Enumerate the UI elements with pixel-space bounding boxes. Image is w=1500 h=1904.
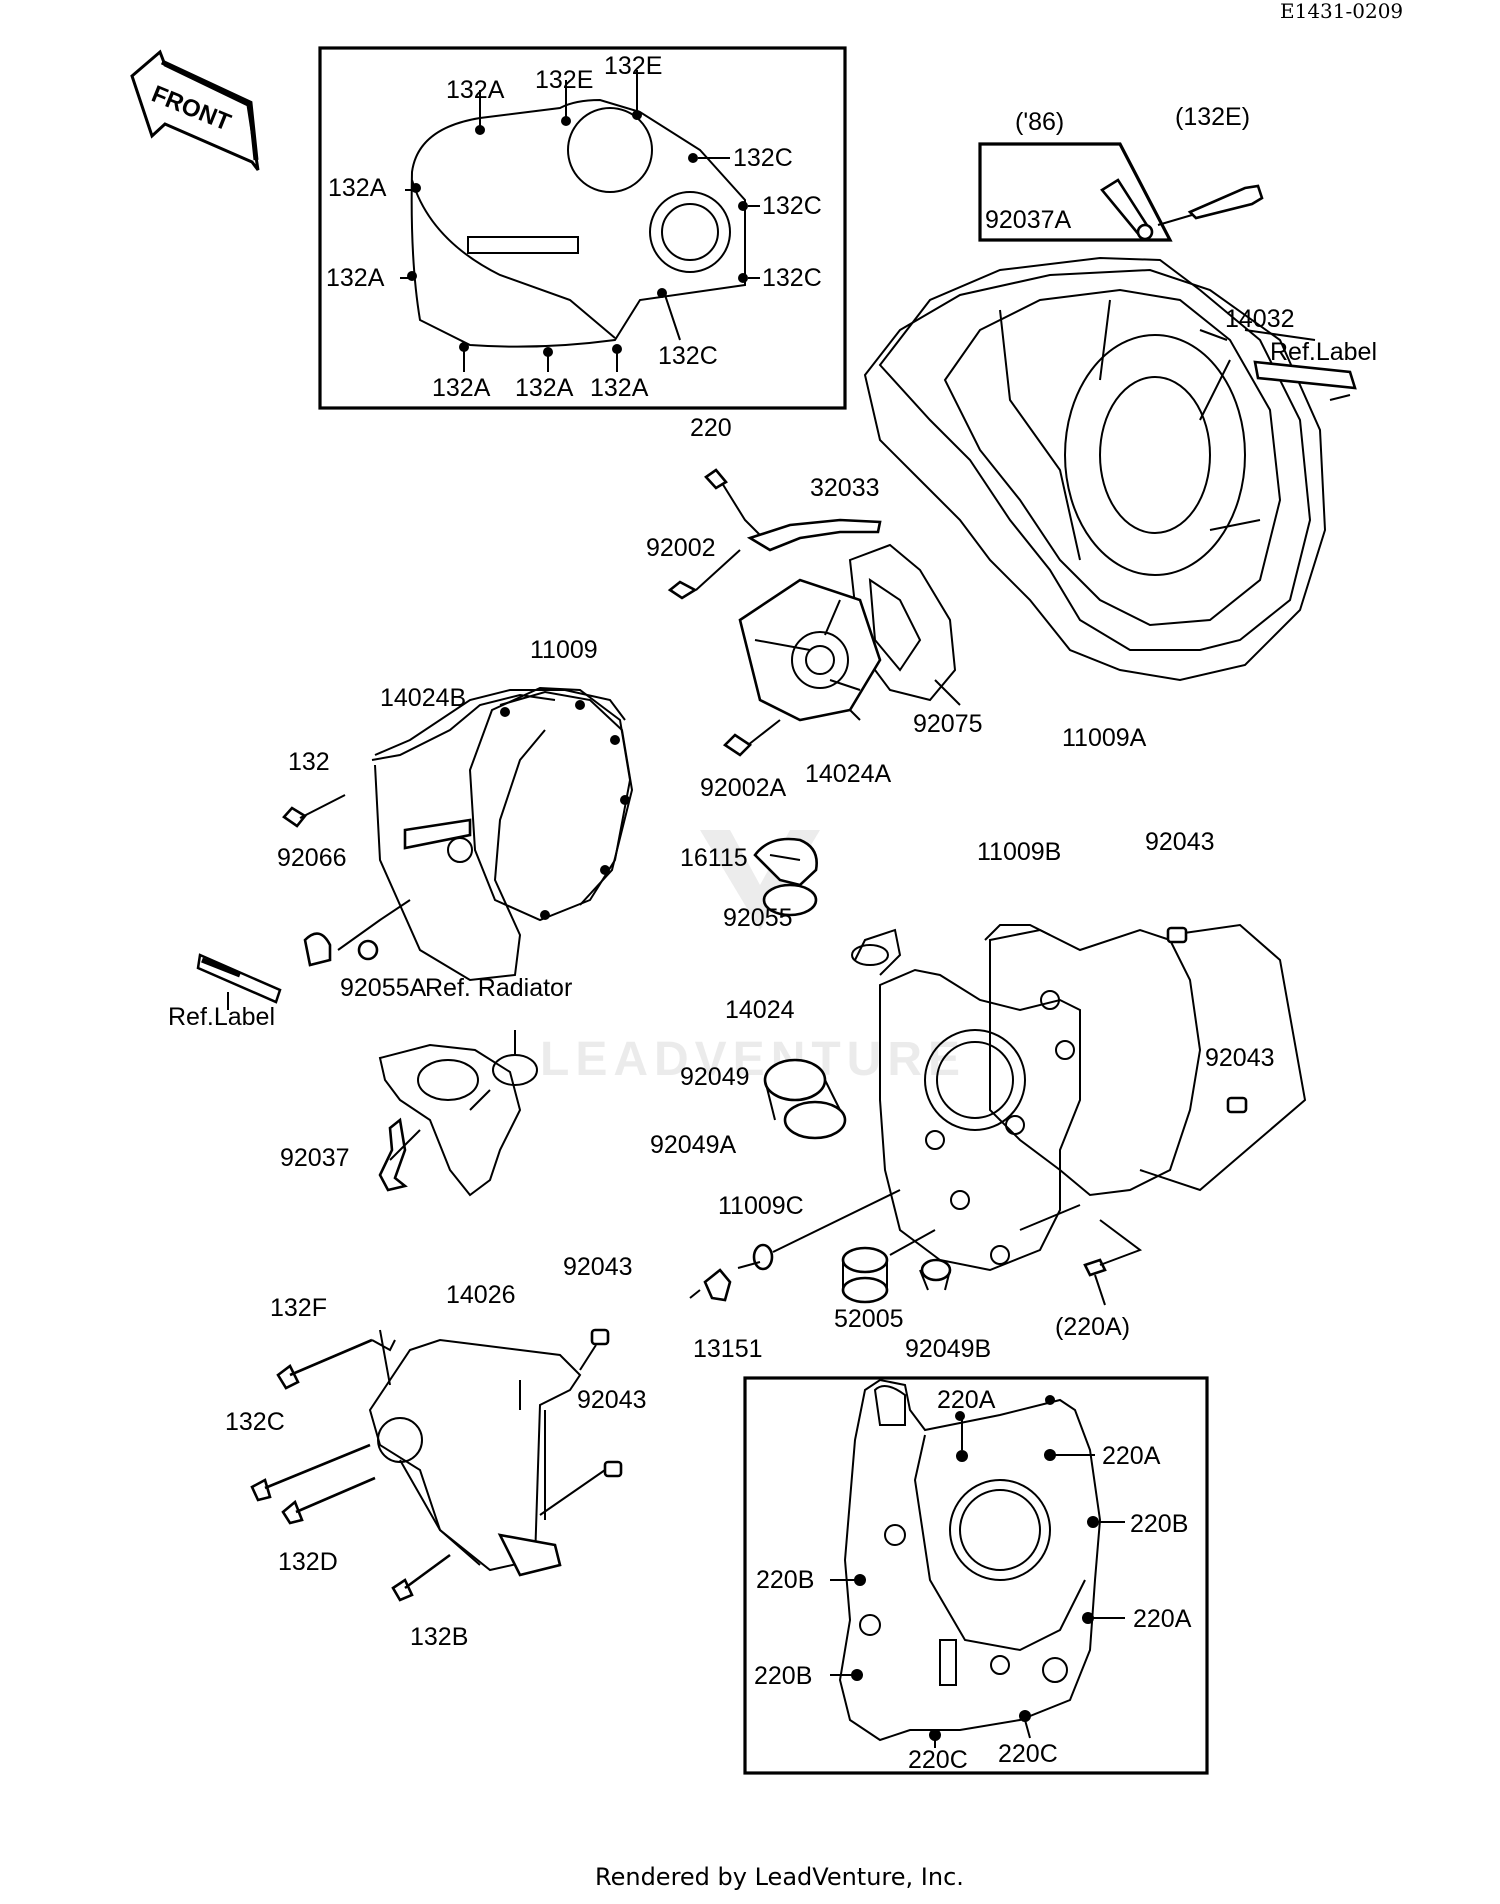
callout-14026: 14026 xyxy=(446,1281,516,1309)
callout-92043: 92043 xyxy=(1145,828,1215,856)
callout-132A: 132A xyxy=(515,374,574,402)
ref-label-left-icon xyxy=(196,953,282,1010)
callout-92055: 92055 xyxy=(723,904,793,932)
callout-92066: 92066 xyxy=(277,844,347,872)
callout-132C: 132C xyxy=(762,264,822,292)
callout-11009: 11009 xyxy=(530,636,598,664)
callout-132E: 132E xyxy=(535,66,593,94)
callout-220A: 220A xyxy=(937,1386,996,1414)
callout-132: 132 xyxy=(288,748,330,776)
callout-ref-label: Ref.Label xyxy=(168,1003,275,1031)
callout-132D: 132D xyxy=(278,1548,338,1576)
callout-220C: 220C xyxy=(998,1740,1058,1768)
callout-92002: 92002 xyxy=(646,534,716,562)
callout-92075: 92075 xyxy=(913,710,983,738)
callout-220A: 220A xyxy=(1133,1605,1192,1633)
callout-ref-label: Ref.Label xyxy=(1270,338,1377,366)
callout-132C: 132C xyxy=(225,1408,285,1436)
callout-92049B: 92049B xyxy=(905,1335,991,1363)
clutch-cover-bolt-inset xyxy=(318,46,847,410)
callout-13151: 13151 xyxy=(693,1335,763,1363)
cover-14024-group xyxy=(689,837,1307,1306)
clutch-cover-14032 xyxy=(863,142,1357,682)
callout-132C: 132C xyxy=(658,342,718,370)
callout-14024B: 14024B xyxy=(380,684,466,712)
watermark-text: LEADVENTURE xyxy=(540,1033,966,1086)
callout-92043: 92043 xyxy=(1205,1044,1275,1072)
callout-92049: 92049 xyxy=(680,1063,750,1091)
footer-credit: Rendered by LeadVenture, Inc. xyxy=(595,1863,964,1891)
callout-220B: 220B xyxy=(754,1662,812,1690)
callout-132E: 132E xyxy=(604,52,662,80)
callout-11009B: 11009B xyxy=(977,838,1061,866)
callout-32033: 32033 xyxy=(810,474,880,502)
callout-132A: 132A xyxy=(446,76,505,104)
pump-cover-group xyxy=(667,468,961,757)
callout-92043: 92043 xyxy=(577,1386,647,1414)
cover-14026-group xyxy=(250,1328,623,1602)
callout-220B: 220B xyxy=(1130,1510,1188,1538)
callout-11009C: 11009C xyxy=(718,1192,804,1220)
callout-16115: 16115 xyxy=(680,844,748,872)
callout-14024A: 14024A xyxy=(805,760,892,788)
callout-92037A: 92037A xyxy=(985,206,1072,234)
callout-14024: 14024 xyxy=(725,996,795,1024)
callout-132C: 132C xyxy=(733,144,793,172)
callout-11009A: 11009A xyxy=(1062,724,1147,752)
front-arrow-icon: FRONT xyxy=(130,49,260,171)
callout-220: 220 xyxy=(690,414,732,442)
cover-bolt-inset xyxy=(743,1376,1209,1775)
callout-132A: 132A xyxy=(432,374,491,402)
callout-132A: 132A xyxy=(328,174,387,202)
callout-52005: 52005 xyxy=(834,1305,904,1333)
callout-220A: 220A xyxy=(1102,1442,1161,1470)
callout-220C: 220C xyxy=(908,1746,968,1774)
callout-132B: 132B xyxy=(410,1623,468,1651)
callout-132F: 132F xyxy=(270,1294,327,1322)
callout-ref-radiator: Ref. Radiator xyxy=(425,974,572,1002)
callout-132E-paren: (132E) xyxy=(1175,103,1250,131)
diagram-id: E1431-0209 xyxy=(1280,0,1403,23)
callout-92049A: 92049A xyxy=(650,1131,737,1159)
callout-132A: 132A xyxy=(590,374,649,402)
callout-14032: 14032 xyxy=(1225,305,1295,333)
callout-132A: 132A xyxy=(326,264,385,292)
callout-132C: 132C xyxy=(762,192,822,220)
callout-92002A: 92002A xyxy=(700,774,787,802)
callout-92037: 92037 xyxy=(280,1144,350,1172)
callout-92055A: 92055A xyxy=(340,974,427,1002)
callout-86: ('86) xyxy=(1015,108,1064,136)
cover-14024B-group xyxy=(282,686,634,982)
callout-220B: 220B xyxy=(756,1566,814,1594)
water-pump-group xyxy=(378,1030,538,1197)
callout-92043: 92043 xyxy=(563,1253,633,1281)
callout-220A-paren: (220A) xyxy=(1055,1313,1130,1341)
